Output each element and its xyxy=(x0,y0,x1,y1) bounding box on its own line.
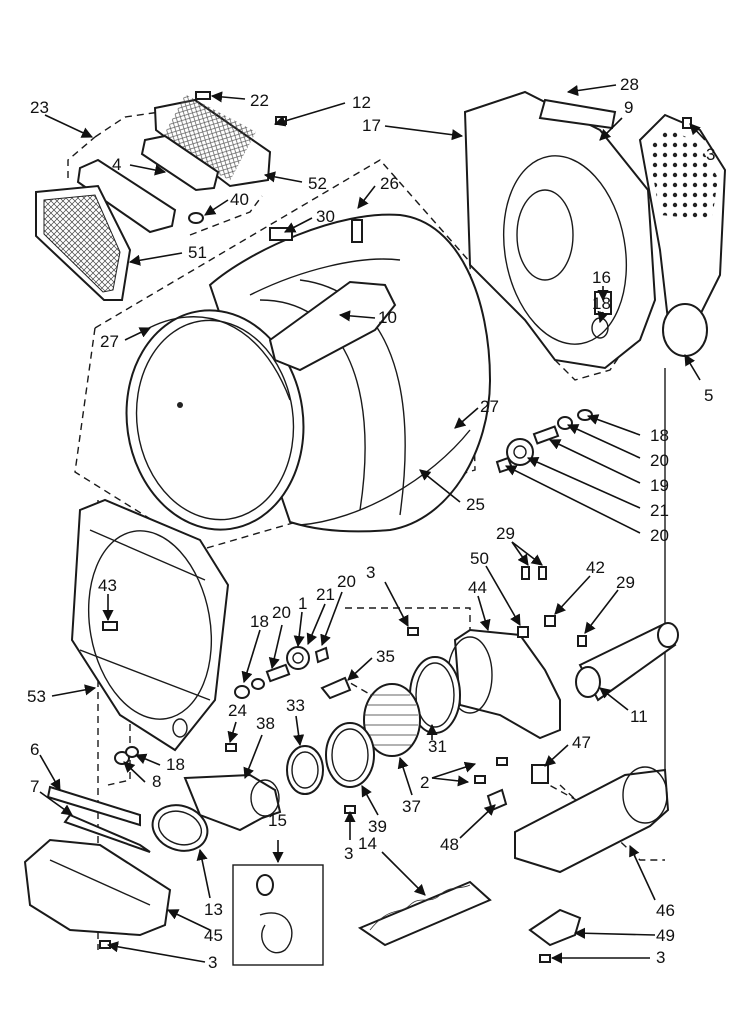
callout-35: 35 xyxy=(376,647,395,666)
callout-15: 15 xyxy=(268,811,287,830)
screw-icon xyxy=(407,627,419,636)
callout-53: 53 xyxy=(27,687,46,706)
callout-8: 8 xyxy=(152,772,161,791)
front-bearing-parts xyxy=(234,646,330,699)
callout-12: 12 xyxy=(352,93,371,112)
heater-duct-parts xyxy=(232,622,679,966)
screw-icon xyxy=(544,615,556,627)
callout-42: 42 xyxy=(586,558,605,577)
callout-3-right: 3 xyxy=(656,948,665,967)
callout-48: 48 xyxy=(440,835,459,854)
callout-20-front-top: 20 xyxy=(337,572,356,591)
callout-13: 13 xyxy=(204,900,223,919)
callout-31: 31 xyxy=(428,737,447,756)
screw-icon xyxy=(225,743,237,752)
callout-47: 47 xyxy=(572,733,591,752)
leader-lines xyxy=(39,84,706,964)
screw-icon xyxy=(538,566,547,580)
callout-52: 52 xyxy=(308,174,327,193)
rear-bulkhead xyxy=(463,90,727,370)
callout-2: 2 xyxy=(420,773,429,792)
callout-1: 1 xyxy=(298,594,307,613)
callout-24: 24 xyxy=(228,701,247,720)
callout-21-rear: 21 xyxy=(650,501,669,520)
callout-18-rear-top: 18 xyxy=(592,294,611,313)
callout-51: 51 xyxy=(188,243,207,262)
callout-11: 11 xyxy=(630,707,648,726)
screw-icon xyxy=(682,117,692,129)
callout-5: 5 xyxy=(704,386,713,405)
screw-icon xyxy=(474,775,486,784)
callout-3-top: 3 xyxy=(706,145,715,164)
callout-25: 25 xyxy=(466,495,485,514)
callout-39: 39 xyxy=(368,817,387,836)
callout-43: 43 xyxy=(98,576,117,595)
callout-46: 46 xyxy=(656,901,675,920)
callout-45: 45 xyxy=(204,926,223,945)
blower-assembly xyxy=(151,628,561,852)
callout-20-rear: 20 xyxy=(650,451,669,470)
screw-icon xyxy=(344,805,356,814)
callout-18-lower: 18 xyxy=(166,755,185,774)
callout-50: 50 xyxy=(470,549,489,568)
callout-3-bottom: 3 xyxy=(208,953,217,972)
callout-20-rear-lower: 20 xyxy=(650,526,669,545)
callout-labels: 22 12 23 4 52 40 26 30 51 27 10 27 25 28… xyxy=(27,75,715,972)
callout-44: 44 xyxy=(468,578,487,597)
callout-7: 7 xyxy=(30,777,39,796)
callout-30: 30 xyxy=(316,207,335,226)
callout-21-front: 21 xyxy=(316,585,335,604)
callout-6: 6 xyxy=(30,740,39,759)
callout-19: 19 xyxy=(650,476,669,495)
callout-33: 33 xyxy=(286,696,305,715)
screw-icon xyxy=(577,635,587,647)
callout-3-mid: 3 xyxy=(366,563,375,582)
callout-10: 10 xyxy=(378,308,397,327)
screw-icon xyxy=(496,757,508,766)
dryer-drum xyxy=(125,213,492,533)
callout-18-front: 18 xyxy=(250,612,269,631)
callout-23: 23 xyxy=(30,98,49,117)
callout-17: 17 xyxy=(362,116,381,135)
callout-37: 37 xyxy=(402,797,421,816)
callout-49: 49 xyxy=(656,926,675,945)
callout-40: 40 xyxy=(230,190,249,209)
callout-27-right: 27 xyxy=(480,397,499,416)
callout-38: 38 xyxy=(256,714,275,733)
lint-filter-assembly xyxy=(35,91,272,301)
callout-20-front: 20 xyxy=(272,603,291,622)
callout-14: 14 xyxy=(358,834,377,853)
screw-icon xyxy=(521,566,530,580)
screw-icon xyxy=(539,954,551,963)
screw-icon xyxy=(517,626,529,638)
callout-16: 16 xyxy=(592,268,611,287)
callout-22: 22 xyxy=(250,91,269,110)
callout-29-top: 29 xyxy=(496,524,515,543)
front-bulkhead xyxy=(70,498,230,752)
callout-29-right: 29 xyxy=(616,573,635,592)
callout-28: 28 xyxy=(620,75,639,94)
callout-3-center: 3 xyxy=(344,844,353,863)
callout-26: 26 xyxy=(380,174,399,193)
lower-front-parts xyxy=(23,746,172,937)
callout-18-rear: 18 xyxy=(650,426,669,445)
callout-4: 4 xyxy=(112,155,121,174)
rear-bearing-parts xyxy=(495,409,593,474)
callout-9: 9 xyxy=(624,98,633,117)
callout-27-top: 27 xyxy=(100,332,119,351)
